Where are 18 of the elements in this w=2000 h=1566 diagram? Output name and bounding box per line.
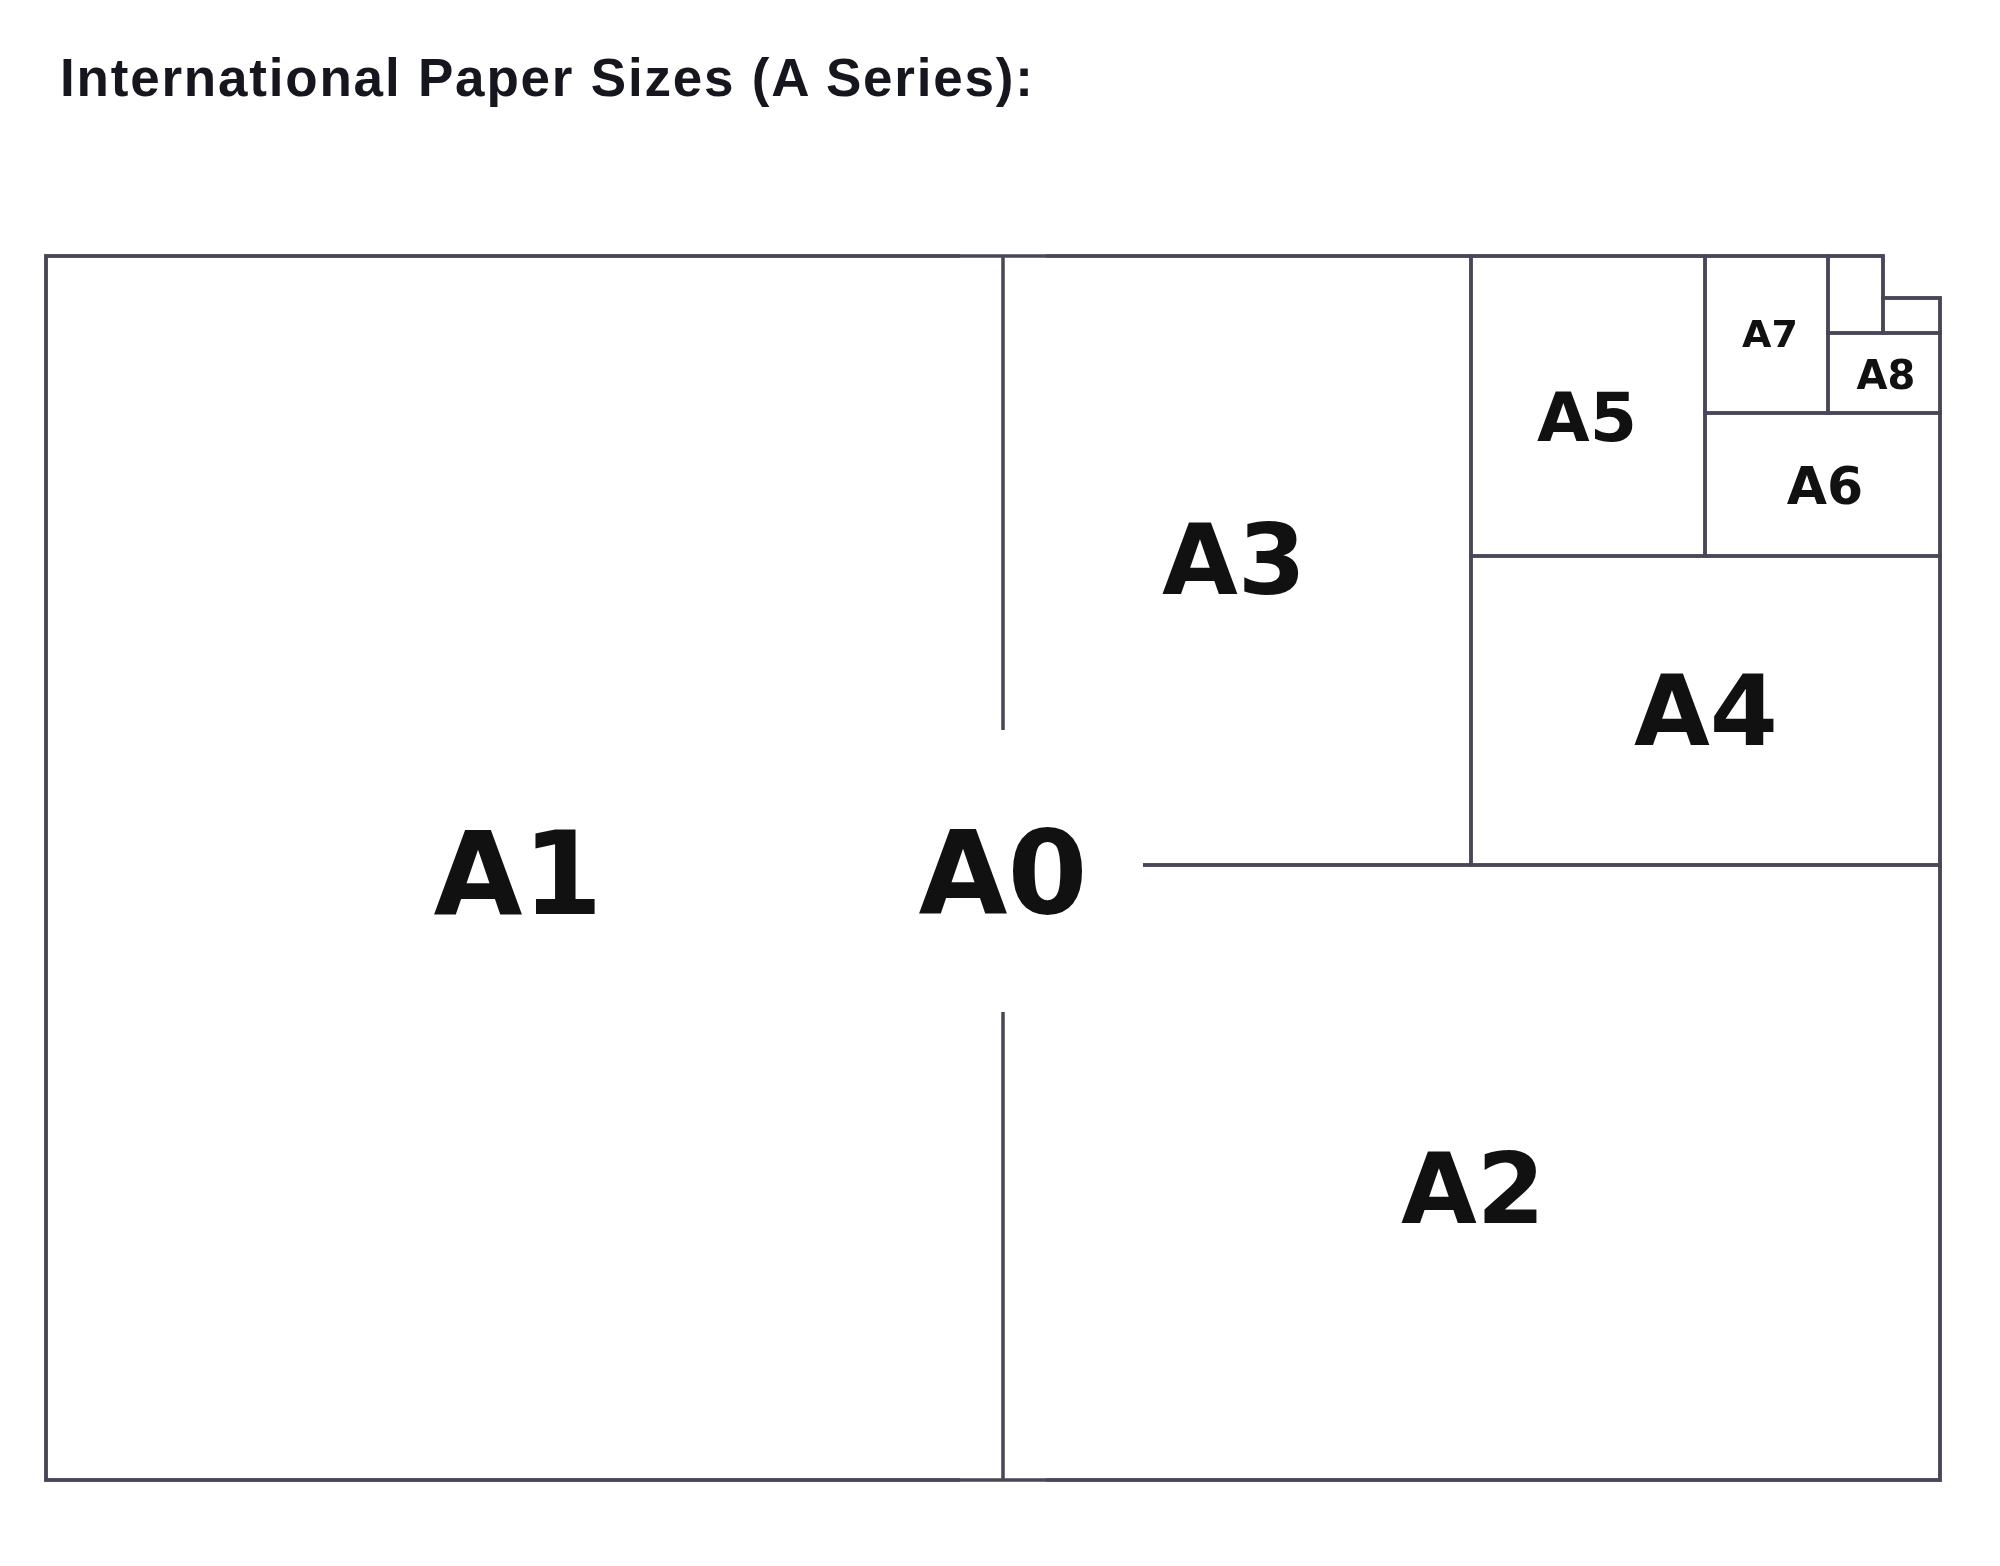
paper-sheet <box>1705 413 1940 556</box>
paper-sheet <box>1471 256 1705 556</box>
paper-sheet <box>46 256 1940 1480</box>
paper-sheet <box>1883 298 1940 333</box>
size-label: A0 <box>918 815 1088 931</box>
size-label: A7 <box>1742 315 1798 353</box>
size-label: A8 <box>1856 355 1916 395</box>
paper-sheet <box>1828 256 1883 333</box>
size-label: A6 <box>1786 460 1864 512</box>
size-label: A3 <box>1162 511 1306 609</box>
paper-sheet <box>1471 556 1940 865</box>
diagram-title: International Paper Sizes (A Series): <box>60 48 1035 109</box>
paper-sheet <box>1705 256 1828 413</box>
size-label: A4 <box>1634 662 1778 760</box>
size-label: A5 <box>1537 384 1637 452</box>
paper-sheet <box>1828 333 1940 413</box>
size-label: A2 <box>1401 1140 1545 1238</box>
size-label: A1 <box>433 816 603 932</box>
